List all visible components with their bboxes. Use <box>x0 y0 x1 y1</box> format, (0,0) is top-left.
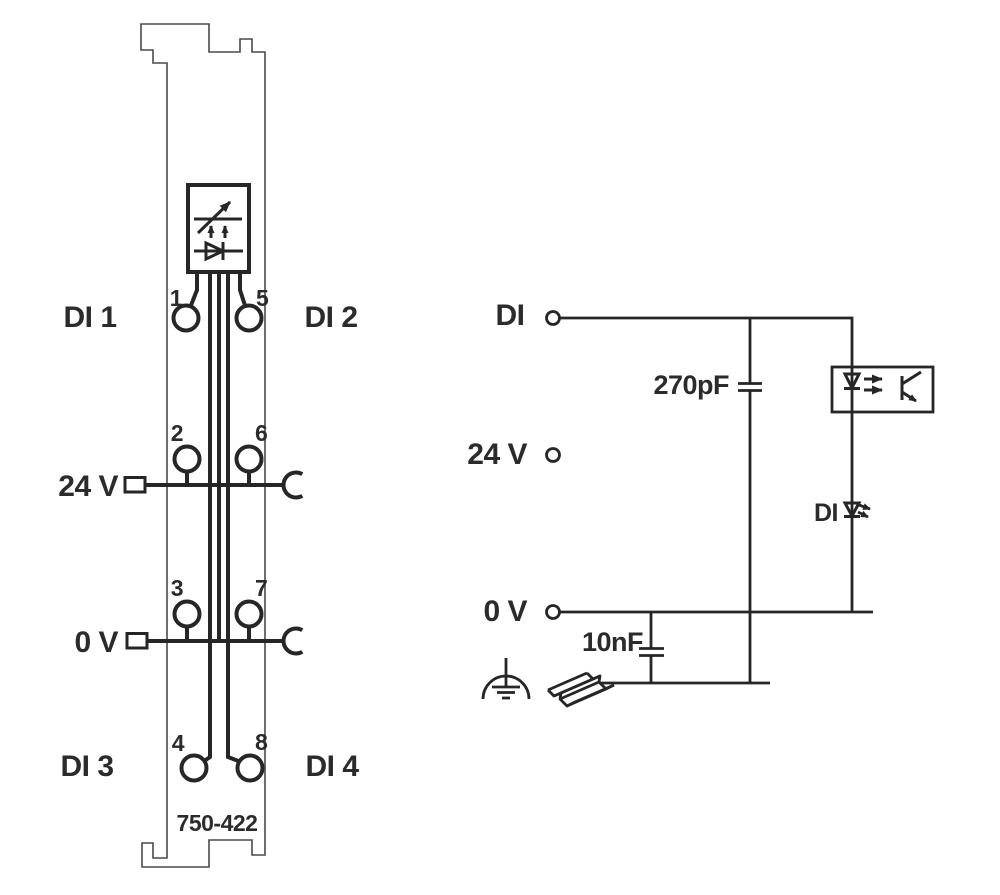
jumper-contact-0v <box>281 626 304 656</box>
label-di4: DI 4 <box>305 750 359 783</box>
terminal-2 <box>172 444 202 474</box>
terminal-number-4: 4 <box>172 730 185 756</box>
label-0v: 0 V <box>74 626 118 659</box>
terminal-4 <box>179 753 209 783</box>
terminal-24v-right <box>545 447 561 463</box>
capacitor-10nf <box>639 612 664 683</box>
optocoupler-box <box>830 365 935 414</box>
led-emitter-icon <box>842 372 862 392</box>
terminal-5 <box>234 303 264 333</box>
label-di-input: DI <box>496 299 525 332</box>
jumper-contact-24v <box>281 470 304 500</box>
label-0v-right: 0 V <box>483 595 527 628</box>
capacitor-270pf <box>738 318 762 683</box>
terminal-0v-right <box>545 604 561 620</box>
terminal-6 <box>234 444 264 474</box>
label-di2: DI 2 <box>304 301 357 334</box>
capacitor-10nf-label: 10nF <box>582 627 643 657</box>
protective-earth-icon <box>481 658 531 700</box>
terminal-number-6: 6 <box>255 420 267 446</box>
terminal-3 <box>172 599 202 629</box>
supply-connector-24v <box>123 476 147 494</box>
part-number: 750-422 <box>177 810 258 836</box>
wire-di <box>559 316 854 612</box>
label-24v: 24 V <box>58 470 118 503</box>
ground-rail-0v <box>125 626 304 656</box>
module-outline <box>140 23 266 868</box>
electronics-box <box>186 183 251 274</box>
io-module-diagram: 1 5 2 6 3 7 4 8 DI 1 DI 2 DI 3 DI 4 24 V… <box>58 23 360 868</box>
terminal-1 <box>171 303 201 333</box>
terminal-7 <box>234 599 264 629</box>
optocoupler-icon <box>830 365 935 414</box>
terminal-number-3: 3 <box>171 575 183 601</box>
status-indicator-icon <box>194 200 242 238</box>
supply-connector-0v <box>125 632 149 650</box>
terminal-8 <box>235 753 265 783</box>
status-led-label: DI <box>814 499 838 527</box>
terminal-number-2: 2 <box>171 420 183 446</box>
phototransistor-icon <box>900 370 922 403</box>
diode-icon <box>194 240 243 262</box>
supply-rail-24v <box>123 470 304 500</box>
circuit-diagram: DI 270pF <box>467 299 935 708</box>
terminal-number-7: 7 <box>255 575 267 601</box>
light-arrows-icon <box>864 374 883 395</box>
terminal-number-8: 8 <box>255 729 268 755</box>
internal-wiring <box>188 272 248 764</box>
label-24v-right: 24 V <box>467 438 527 471</box>
terminal-number-5: 5 <box>256 285 269 311</box>
din-rail-icon <box>547 671 615 708</box>
status-led-icon <box>842 501 871 520</box>
label-di3: DI 3 <box>60 750 113 783</box>
di-terminal <box>545 310 561 326</box>
terminal-number-1: 1 <box>170 285 183 311</box>
label-di1: DI 1 <box>63 301 116 334</box>
capacitor-270pf-label: 270pF <box>653 370 729 400</box>
